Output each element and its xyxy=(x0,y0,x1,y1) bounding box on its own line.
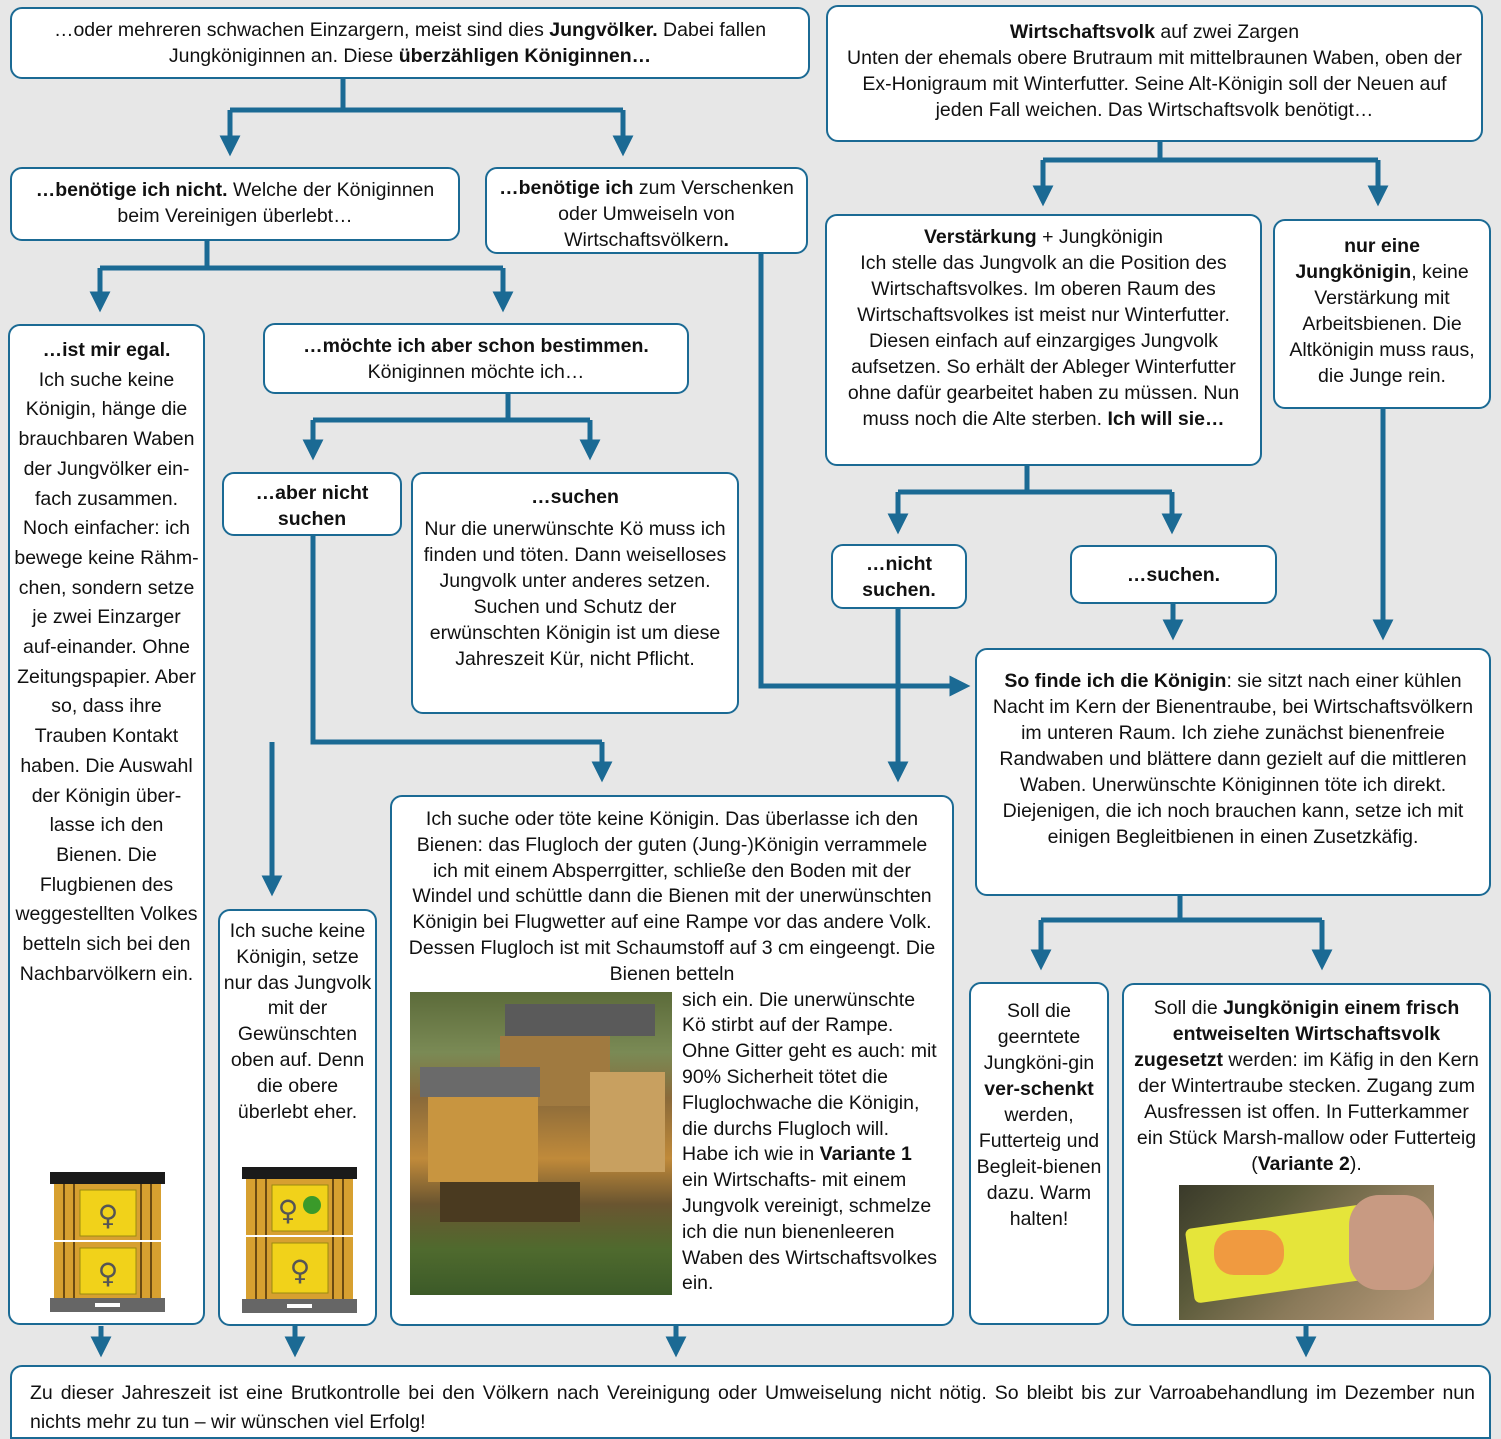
text: werden: im Käfig in den Kern der Wintert… xyxy=(1136,1049,1479,1175)
box-surplus-queens: …oder mehreren schwachen Einzargern, mei… xyxy=(10,7,810,79)
text: sich ein. Die unerwünschte Kö stirbt auf… xyxy=(682,988,937,1166)
hive-icon: ♀ ♀ xyxy=(242,1167,357,1313)
queen-symbol-icon: ♀ xyxy=(290,1254,311,1287)
text: Königinnen möchte ich… xyxy=(367,361,585,383)
box-wirtschaftsvolk: Wirtschaftsvolk auf zwei Zargen Unten de… xyxy=(826,5,1483,142)
text: Zu dieser Jahreszeit ist eine Brutkontro… xyxy=(30,1382,1475,1433)
text: auf zwei Zargen xyxy=(1154,21,1300,43)
text: : sie sitzt nach einer kühlen Nacht im K… xyxy=(992,670,1474,848)
bold-text: So finde ich die Königin xyxy=(1004,670,1227,692)
text: ). xyxy=(1349,1153,1362,1175)
bold-text: überzähligen Königinnen… xyxy=(398,45,652,67)
box-needed: …benötige ich zum Verschenken oder Umwei… xyxy=(485,167,808,254)
text: , keine Verstärkung mit Arbeitsbienen. D… xyxy=(1289,261,1475,387)
box-no-search-ramp: Ich suche oder töte keine Königin. Das ü… xyxy=(390,795,954,1326)
text: Dabei fallen Jungköniginnen an. Diese xyxy=(168,19,767,67)
bold-text: …möchte ich aber schon bestimmen. xyxy=(303,335,649,357)
text: Nur die unerwünschte Kö muss ich finden … xyxy=(423,518,727,670)
hive-icon: ♀ ♀ xyxy=(50,1172,165,1312)
text: werden, Futterteig und Begleit-bienen da… xyxy=(976,1104,1102,1230)
bold-text: …benötige ich nicht. xyxy=(35,179,228,201)
box-want-decide: …möchte ich aber schon bestimmen. Königi… xyxy=(263,323,689,394)
queen-symbol-icon: ♀ xyxy=(98,1199,119,1232)
text: Soll die geerntete Jungköni-gin xyxy=(983,1000,1095,1074)
bold-text: Ich will sie… xyxy=(1107,408,1225,430)
box-search-2: …suchen. xyxy=(1070,545,1277,604)
box-not-search-2: …nicht suchen. xyxy=(831,544,967,609)
box-not-needed: …benötige ich nicht. Welche der Königinn… xyxy=(10,167,460,241)
bold-text: Jungvölker. xyxy=(549,19,658,41)
bold-text: nur eine Jungkönigin xyxy=(1295,235,1420,283)
text: ein Wirtschafts- mit einem Jungvolk vere… xyxy=(682,1169,938,1295)
bold-text: Wirtschaftsvolk xyxy=(1009,21,1155,43)
text: Unten der ehemals obere Brutraum mit mit… xyxy=(847,47,1462,121)
photo-beehives xyxy=(410,991,672,1295)
text: Soll die xyxy=(1153,997,1224,1019)
box-dont-care: …ist mir egal. Ich suche keine Königin, … xyxy=(8,324,205,1325)
bold-text: Jungkönigin einem frisch entweiselten Wi… xyxy=(1134,997,1460,1071)
text: zum Verschenken oder Umweiseln von Wirts… xyxy=(558,177,794,251)
bold-text: …suchen. xyxy=(1126,564,1221,586)
text: Welche der Königinnen beim Vereinigen üb… xyxy=(117,179,435,227)
text: …oder mehreren schwachen Einzargern, mei… xyxy=(53,19,550,41)
bold-text: …benötige ich xyxy=(499,177,634,199)
text: Ich suche oder töte keine Königin. Das ü… xyxy=(408,808,936,985)
box-but-not-search: …aber nicht suchen xyxy=(222,472,402,536)
box-only-young-queen: nur eine Jungkönigin, keine Verstärkung … xyxy=(1273,219,1491,409)
bold-text: …nicht suchen. xyxy=(862,553,936,601)
bold-text: Variante 1 xyxy=(819,1143,912,1166)
box-no-search-top: Ich suche keine Königin, setze nur das J… xyxy=(218,909,377,1326)
queen-symbol-icon: ♀ xyxy=(98,1257,119,1290)
text: Ich suche keine Königin, hänge die brauc… xyxy=(14,368,199,985)
text: + Jungkönigin xyxy=(1036,226,1164,248)
box-verstaerkung: Verstärkung + Jungkönigin Ich stelle das… xyxy=(825,214,1262,466)
bold-text: …ist mir egal. xyxy=(42,339,171,361)
text: Ich stelle das Jungvolk an die Position … xyxy=(847,252,1240,430)
box-conclusion: Zu dieser Jahreszeit ist eine Brutkontro… xyxy=(10,1365,1491,1439)
queen-symbol-icon: ♀ xyxy=(278,1194,299,1227)
bold-text: . xyxy=(723,229,729,251)
box-find-queen: So finde ich die Königin: sie sitzt nach… xyxy=(975,648,1491,896)
bold-text: ver-schenkt xyxy=(984,1078,1094,1100)
box-gift-queen: Soll die geerntete Jungköni-gin ver-sche… xyxy=(969,982,1109,1325)
text: Ich suche keine Königin, setze nur das J… xyxy=(223,920,372,1123)
box-search: …suchen Nur die unerwünschte Kö muss ich… xyxy=(411,472,739,714)
bold-text: …suchen xyxy=(531,486,619,508)
bold-text: …aber nicht suchen xyxy=(255,482,369,530)
photo-queen-cage xyxy=(1179,1185,1434,1320)
bold-text: Verstärkung xyxy=(923,226,1037,248)
box-introduce-queen: Soll die Jungkönigin einem frisch entwei… xyxy=(1122,983,1491,1326)
bold-text: Variante 2 xyxy=(1257,1153,1350,1175)
